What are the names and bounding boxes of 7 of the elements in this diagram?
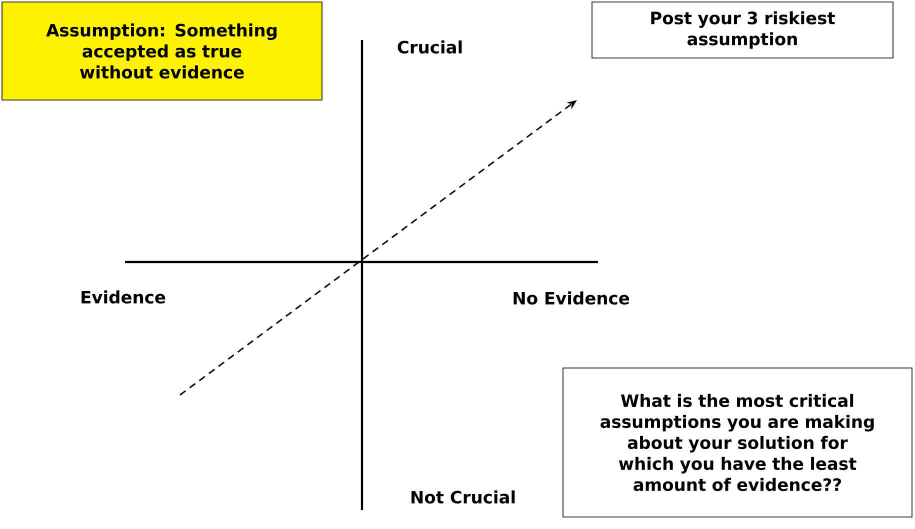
axis-label: Crucial — [398, 40, 462, 54]
axis-label: No Evidence — [514, 291, 630, 305]
text-box: Assumption: Something accepted as true without evidence — [2, 2, 322, 100]
text-box: Post your 3 riskiest assumption — [592, 2, 894, 58]
text-box: What is the most critical assumptions you are making about your solution for which you have the least amount of evidence?? — [562, 368, 912, 518]
axis-label: Not Crucial — [412, 490, 515, 504]
axis-label: Evidence — [82, 290, 166, 304]
